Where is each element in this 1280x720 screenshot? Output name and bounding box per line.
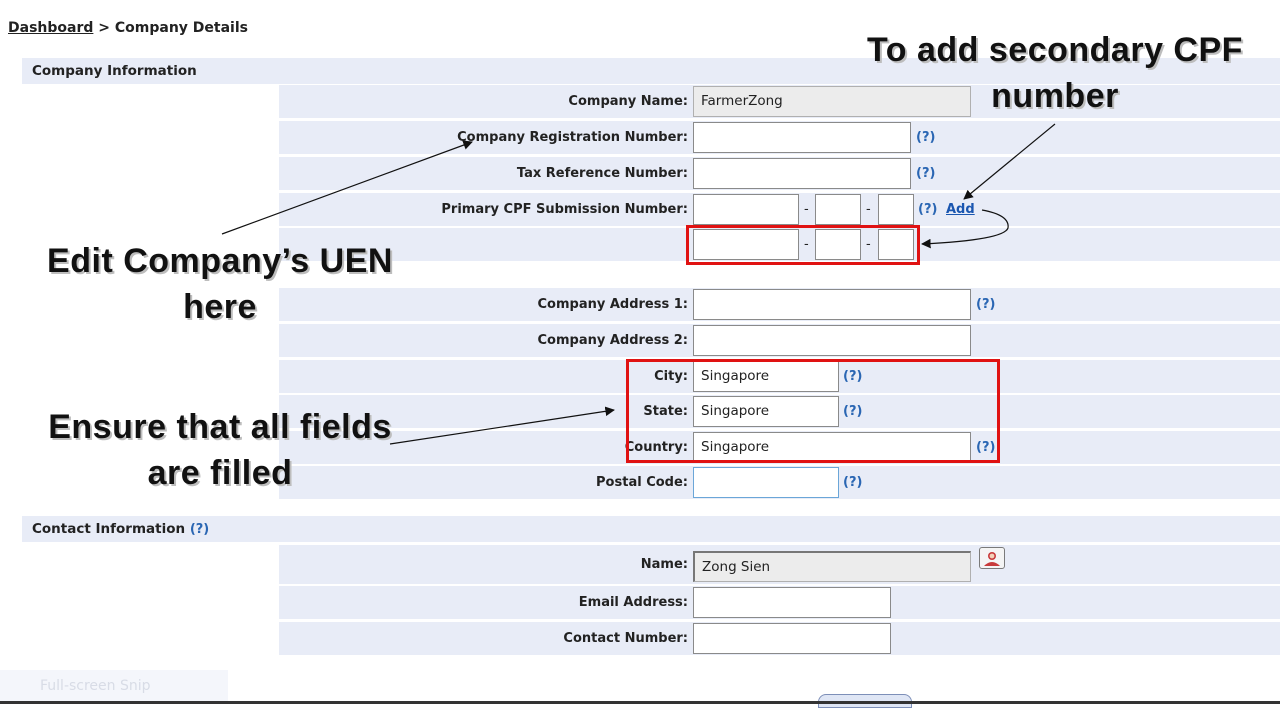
registration-help-icon[interactable]: (?)	[916, 130, 936, 145]
breadcrumb-current: Company Details	[114, 20, 248, 36]
contact-number-input[interactable]	[693, 623, 891, 654]
breadcrumb: Dashboard > Company Details	[8, 20, 248, 36]
address1-label: Company Address 1:	[537, 297, 689, 312]
contact-section-help-icon[interactable]: (?)	[189, 522, 210, 537]
full-screen-snip-label: Full-screen Snip	[0, 670, 228, 702]
arrow-to-location-fields	[389, 406, 615, 445]
registration-number-input[interactable]	[693, 122, 911, 153]
secondary-cpf-highlight	[686, 225, 920, 265]
contact-section-title-text: Contact Information	[32, 521, 186, 537]
add-cpf-link[interactable]: Add	[946, 202, 975, 217]
address1-input[interactable]	[693, 289, 971, 320]
company-name-field[interactable]: FarmerZong	[693, 86, 971, 117]
email-label: Email Address:	[578, 595, 688, 610]
ensure-filled-annotation: Ensure that all fields are filled	[48, 408, 392, 492]
contact-number-label: Contact Number:	[563, 631, 688, 646]
cpf-part1-input[interactable]	[693, 194, 799, 225]
postal-code-help-icon[interactable]: (?)	[843, 475, 863, 490]
secondary-cpf-part1-input[interactable]	[693, 229, 799, 260]
registration-number-label: Company Registration Number:	[457, 130, 688, 145]
secondary-cpf-part3-input[interactable]	[878, 229, 914, 260]
postal-code-input[interactable]	[693, 467, 839, 498]
address2-input[interactable]	[693, 325, 971, 356]
arrow-to-add-link	[963, 123, 1056, 200]
tax-reference-help-icon[interactable]: (?)	[916, 166, 936, 181]
cpf-part2-input[interactable]	[815, 194, 861, 225]
edit-uen-annotation: Edit Company’s UEN here	[47, 242, 393, 326]
arrow-to-registration	[221, 140, 473, 235]
postal-code-label: Postal Code:	[596, 475, 688, 490]
cpf-label: Primary CPF Submission Number:	[441, 202, 688, 217]
country-input[interactable]: Singapore	[693, 432, 971, 463]
state-input[interactable]: Singapore	[693, 396, 839, 427]
city-input[interactable]: Singapore	[693, 361, 839, 392]
contact-section-title: Contact Information (?)	[32, 516, 209, 543]
contact-name-field[interactable]: Zong Sien	[693, 551, 971, 582]
cpf-dash-1: -	[804, 202, 809, 217]
address2-label: Company Address 2:	[537, 333, 689, 348]
city-help-icon[interactable]: (?)	[843, 369, 863, 384]
tax-reference-input[interactable]	[693, 158, 911, 189]
city-label: City:	[654, 369, 688, 384]
breadcrumb-separator: >	[93, 20, 115, 36]
country-label: Country:	[624, 440, 688, 455]
breadcrumb-dashboard-link[interactable]: Dashboard	[8, 20, 94, 36]
company-name-label: Company Name:	[568, 94, 688, 109]
contact-section-header	[22, 516, 1280, 542]
company-section-header	[22, 58, 1280, 84]
secondary-cpf-dash-2: -	[866, 237, 871, 252]
state-label: State:	[643, 404, 688, 419]
secondary-cpf-part2-input[interactable]	[815, 229, 861, 260]
arrow-add-to-secondary	[921, 209, 1009, 249]
tax-reference-label: Tax Reference Number:	[516, 166, 688, 181]
contact-name-label: Name:	[640, 557, 688, 572]
cpf-part3-input[interactable]	[878, 194, 914, 225]
cpf-dash-2: -	[866, 202, 871, 217]
state-help-icon[interactable]: (?)	[843, 404, 863, 419]
secondary-cpf-dash-1: -	[804, 237, 809, 252]
bottom-divider	[0, 701, 1280, 704]
country-help-icon[interactable]: (?)	[976, 440, 996, 455]
email-input[interactable]	[693, 587, 891, 618]
cpf-help-icon[interactable]: (?)	[918, 202, 938, 217]
location-fields-highlight	[626, 359, 1000, 463]
address1-help-icon[interactable]: (?)	[976, 297, 996, 312]
secondary-cpf-annotation: To add secondary CPF number	[867, 31, 1243, 115]
company-section-title: Company Information	[32, 63, 197, 79]
user-picker-icon[interactable]	[979, 547, 1005, 569]
